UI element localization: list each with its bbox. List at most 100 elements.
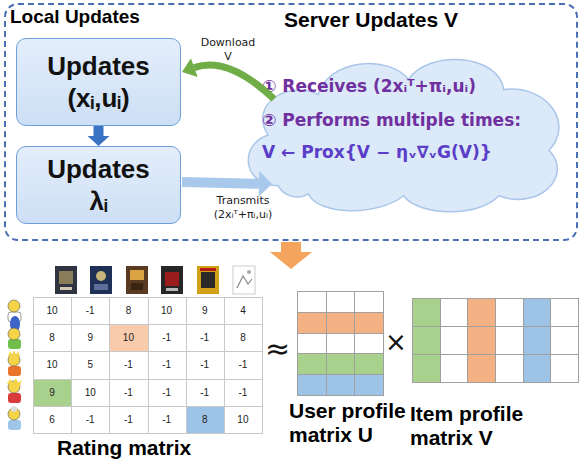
poster-icon-part xyxy=(197,266,219,294)
poster-icon-part xyxy=(94,284,108,290)
matrix-cell xyxy=(110,352,148,379)
cell-value: -1 xyxy=(186,379,224,406)
matrix-cell xyxy=(413,299,441,327)
character-icon xyxy=(7,378,22,403)
poster-icon xyxy=(161,266,183,294)
matrix-cell xyxy=(72,352,110,379)
cell-value: 9 xyxy=(71,324,109,351)
matrix-caption: Item profile matrix V xyxy=(410,402,550,450)
poster-icon-part xyxy=(165,272,179,286)
matrix-cell xyxy=(355,333,384,354)
cell-value: -1 xyxy=(109,406,147,433)
matrix-cell xyxy=(224,379,262,406)
matrix-cell xyxy=(355,292,384,313)
connector-line xyxy=(194,65,274,99)
formula-text: V ← Prox{V − ηᵥ∇ᵥG(V)} xyxy=(262,142,492,162)
poster-icon-part xyxy=(237,276,252,288)
edge-label: Download V xyxy=(196,36,260,65)
matrix-cell xyxy=(110,406,148,433)
character-icon-part xyxy=(8,366,21,376)
cloud-shape xyxy=(238,44,574,216)
matrix-cell xyxy=(298,375,327,396)
flow-arrow xyxy=(270,242,312,269)
matrix-cell xyxy=(224,325,262,352)
matrix-cell xyxy=(298,312,327,333)
matrix-grid xyxy=(33,297,263,434)
poster-icon-part xyxy=(96,271,106,281)
cell-value: -1 xyxy=(148,406,186,433)
cloud-text: ② Performs multiple times: xyxy=(262,110,521,130)
poster-icon xyxy=(55,266,77,294)
matrix-cell xyxy=(440,299,468,327)
poster-icon-part xyxy=(166,288,178,291)
matrix-caption: Rating matrix xyxy=(57,436,191,460)
matrix-cell xyxy=(34,325,72,352)
edge-label: Transmits (2xᵢᵀ+πᵢ,uᵢ) xyxy=(201,194,285,223)
matrix-cell xyxy=(523,327,551,355)
connector-arrow xyxy=(88,126,110,146)
arrow-head xyxy=(88,136,110,146)
matrix-cell xyxy=(298,292,327,313)
cell-value: 10 xyxy=(71,379,109,406)
cell-value: -1 xyxy=(148,379,186,406)
character-icon-part xyxy=(8,393,21,403)
times-symbol: × xyxy=(385,329,407,355)
poster-icon-part xyxy=(90,266,112,294)
matrix-cell xyxy=(110,298,148,325)
process-box: Updates (xᵢ,uᵢ) xyxy=(16,38,181,126)
matrix-cell xyxy=(224,352,262,379)
matrix-cell xyxy=(186,379,224,406)
matrix-cell xyxy=(496,355,524,383)
matrix-cell xyxy=(413,327,441,355)
cell-value: 8 xyxy=(33,324,71,351)
matrix-cell xyxy=(224,406,262,433)
cell-value: -1 xyxy=(71,406,109,433)
matrix-cell xyxy=(148,298,186,325)
poster-icon-part xyxy=(130,270,144,280)
matrix-cell xyxy=(148,379,186,406)
matrix-cell xyxy=(355,312,384,333)
cloud-text: ① Receives (2xᵢᵀ+πᵢ,uᵢ) xyxy=(262,76,476,96)
matrix-cell xyxy=(298,333,327,354)
cell-value: 10 xyxy=(109,324,147,351)
poster-icon-part xyxy=(131,283,143,290)
matrix-cell xyxy=(326,292,355,313)
matrix-cell xyxy=(186,298,224,325)
character-icon-part xyxy=(8,339,21,349)
section-heading: Local Updates xyxy=(10,6,140,28)
matrix-cell xyxy=(496,299,524,327)
poster-icon-part xyxy=(60,287,72,290)
cell-value: 6 xyxy=(33,406,71,433)
poster-icon-part xyxy=(247,270,251,274)
matrix-cell xyxy=(298,354,327,375)
matrix-cell xyxy=(148,352,186,379)
process-label: Updates λᵢ xyxy=(39,153,159,218)
connector-line xyxy=(182,182,259,184)
matrix-cell xyxy=(34,406,72,433)
cell-value: 8 xyxy=(224,324,262,351)
matrix-cell xyxy=(186,325,224,352)
matrix-cell xyxy=(355,375,384,396)
poster-icon-part xyxy=(201,272,215,288)
poster-icon xyxy=(90,266,112,294)
cell-value: -1 xyxy=(186,324,224,351)
matrix-cell xyxy=(148,325,186,352)
user-profile-matrix: User profile matrix U xyxy=(297,291,383,395)
rating-matrix: Rating matrix10-1810948910-1-18105-1-1-1… xyxy=(33,297,262,433)
arrow-head xyxy=(259,171,272,197)
matrix-grid xyxy=(412,298,579,383)
cell-value: -1 xyxy=(148,351,186,378)
connector-arrow xyxy=(182,171,272,197)
matrix-cell xyxy=(110,379,148,406)
cell-value: -1 xyxy=(109,351,147,378)
poster-icon xyxy=(233,266,255,294)
matrix-cell xyxy=(468,355,496,383)
character-icon xyxy=(8,406,21,430)
character-icon-part xyxy=(8,420,21,430)
matrix-cell xyxy=(148,406,186,433)
matrix-cell xyxy=(186,406,224,433)
matrix-cell xyxy=(34,298,72,325)
matrix-cell xyxy=(326,333,355,354)
